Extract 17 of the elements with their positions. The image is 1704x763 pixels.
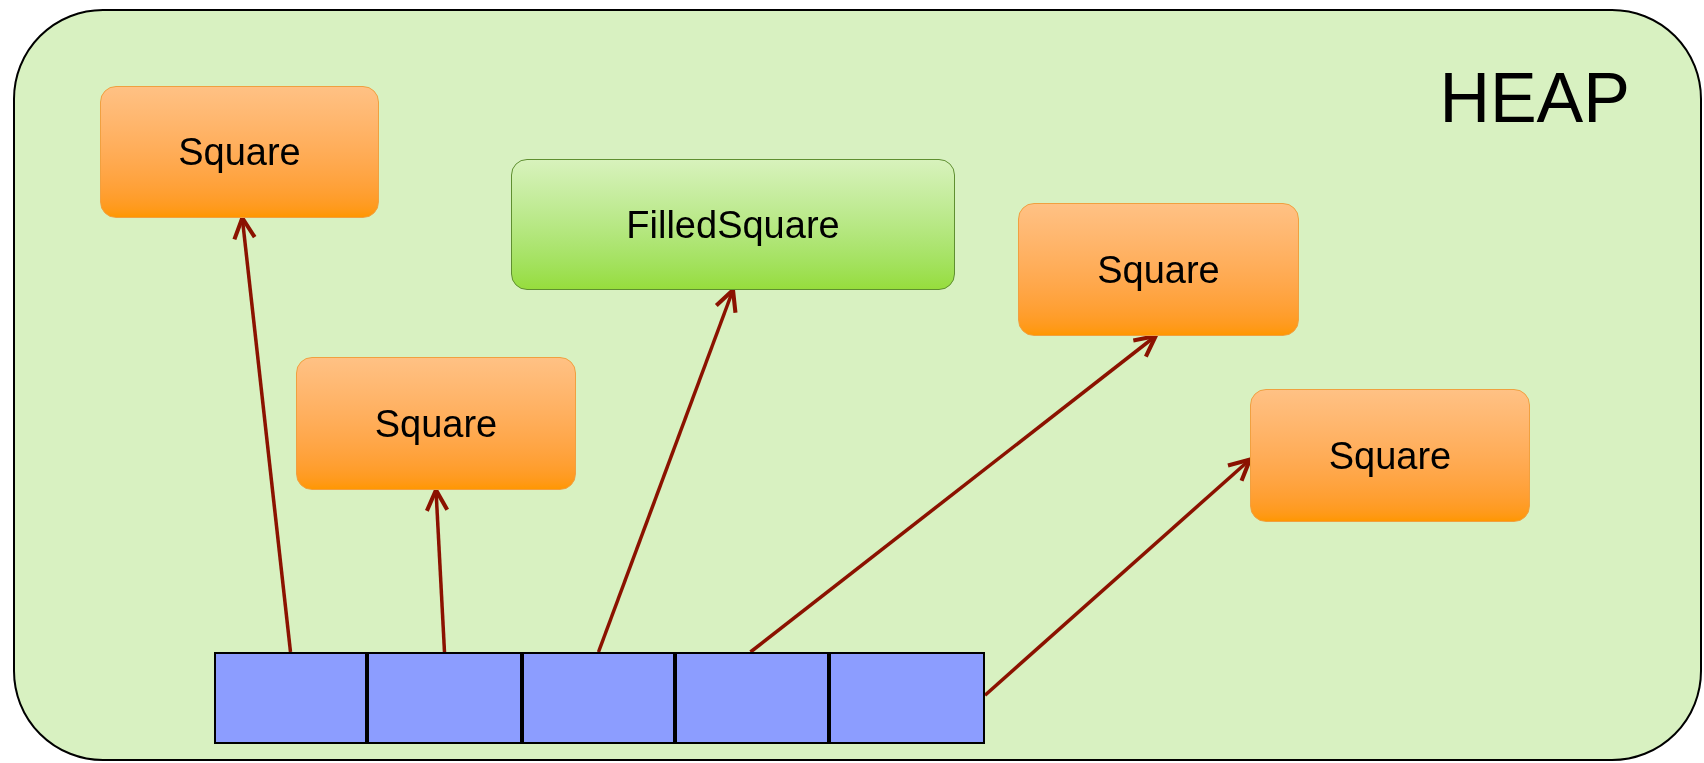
object-label: Square bbox=[178, 133, 301, 171]
object-box bbox=[1250, 389, 1530, 522]
object-box bbox=[296, 357, 576, 490]
region-title: HEAP bbox=[1439, 63, 1630, 133]
object-box bbox=[511, 159, 955, 290]
object-label: FilledSquare bbox=[626, 205, 840, 244]
array-cell bbox=[675, 652, 829, 744]
array-cell bbox=[522, 652, 675, 744]
heap-region bbox=[13, 9, 1702, 761]
object-box bbox=[1018, 203, 1299, 336]
object-label: Square bbox=[374, 404, 498, 443]
array-cell bbox=[367, 652, 522, 744]
object-box bbox=[100, 86, 379, 218]
array-cell bbox=[829, 652, 985, 744]
array-cell bbox=[214, 652, 367, 744]
object-label: Square bbox=[1328, 436, 1452, 475]
object-label: Square bbox=[1097, 250, 1220, 289]
